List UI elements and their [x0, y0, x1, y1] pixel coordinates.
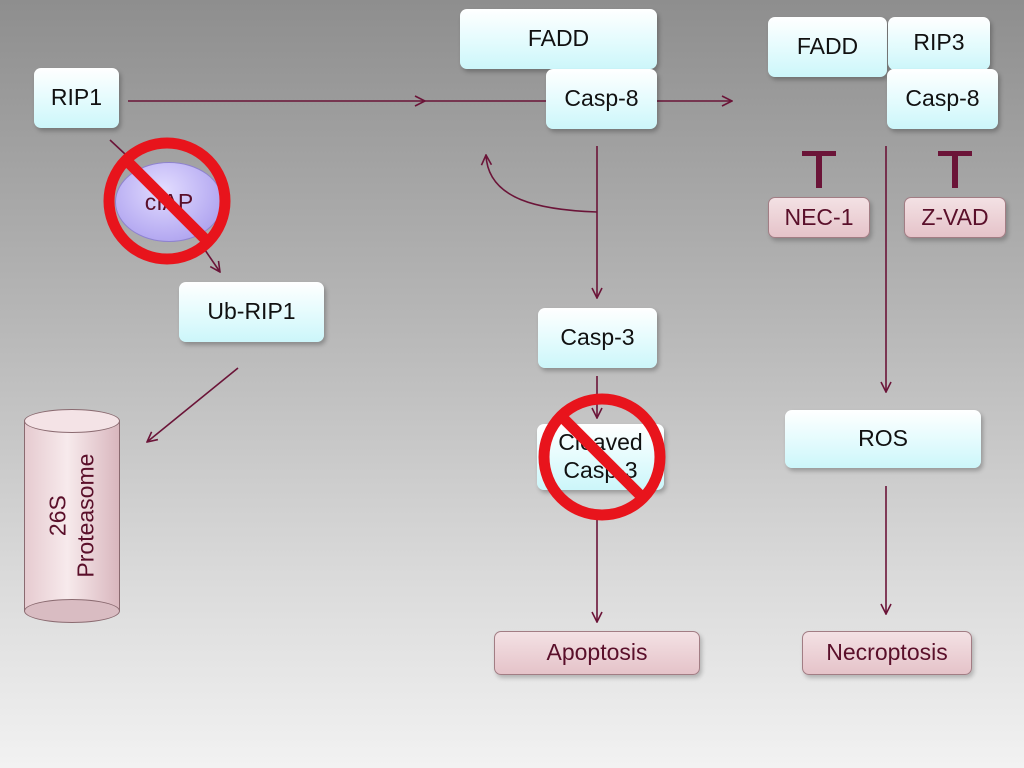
node-apoptosis-label: Apoptosis	[546, 639, 648, 666]
node-nec1-label: NEC-1	[784, 203, 854, 230]
node-casp8-center-label: Casp-8	[564, 85, 639, 112]
node-fadd-right-label: FADD	[796, 33, 859, 60]
arrow-ciap-to-ub-rip1	[204, 249, 220, 272]
arrow-casp8-feedback-curve	[486, 155, 598, 213]
node-zvad-label: Z-VAD	[921, 203, 989, 230]
proteasome-label-line1: 26S	[44, 495, 71, 537]
node-ros: ROS	[785, 410, 981, 468]
node-ub-rip1: Ub-RIP1	[179, 282, 324, 342]
node-apoptosis: Apoptosis	[494, 631, 700, 675]
node-rip3: RIP3	[888, 17, 990, 70]
node-fadd-right: FADD	[768, 17, 887, 77]
node-rip3-label: RIP3	[913, 29, 965, 55]
node-fadd-center-label: FADD	[527, 25, 590, 51]
inhibition-t-bar-icon	[802, 151, 836, 188]
node-26s-proteasome: 26S Proteasome	[24, 409, 120, 623]
node-casp8-center: Casp-8	[546, 69, 657, 129]
node-casp8-right-label: Casp-8	[905, 85, 980, 112]
node-rip1: RIP1	[34, 68, 119, 128]
node-fadd-center: FADD	[460, 9, 657, 69]
node-necroptosis: Necroptosis	[802, 631, 972, 675]
node-necroptosis-label: Necroptosis	[826, 639, 948, 666]
inhibition-t-bar-icon	[938, 151, 972, 188]
arrow-ub-rip1-to-proteasome	[147, 367, 239, 442]
line-rip1-to-ciap	[109, 139, 126, 155]
node-ub-rip1-label: Ub-RIP1	[207, 298, 296, 325]
node-casp8-right: Casp-8	[887, 69, 998, 129]
proteasome-label-line2: Proteasome	[72, 453, 99, 579]
prohibition-icon	[103, 137, 231, 265]
node-casp3-label: Casp-3	[560, 324, 635, 351]
node-casp3: Casp-3	[538, 308, 657, 368]
node-zvad: Z-VAD	[904, 197, 1006, 238]
node-rip1-label: RIP1	[50, 84, 103, 111]
node-nec1: NEC-1	[768, 197, 870, 238]
prohibition-icon	[538, 393, 666, 521]
node-ros-label: ROS	[858, 425, 908, 452]
